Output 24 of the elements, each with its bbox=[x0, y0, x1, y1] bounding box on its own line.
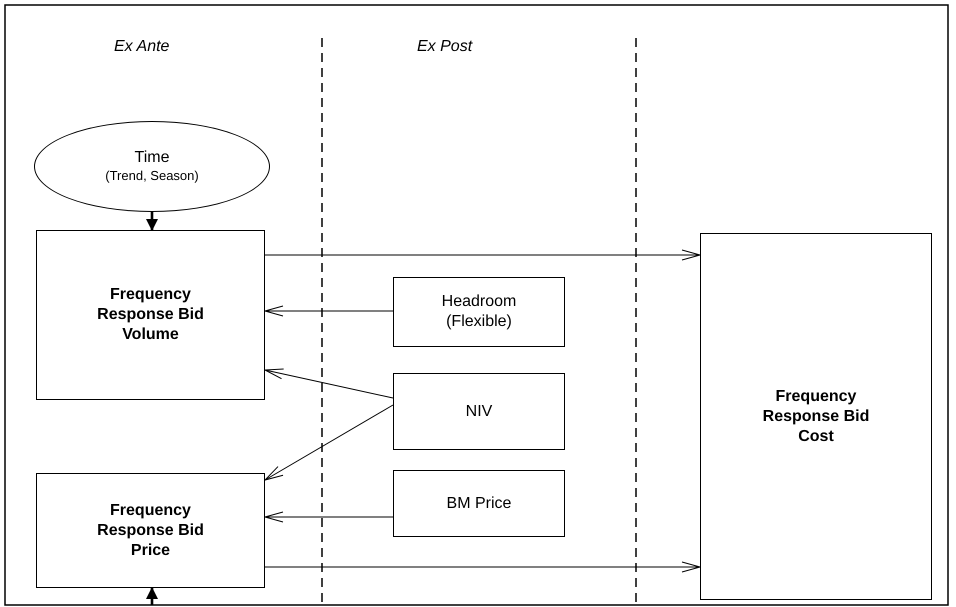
process-box bbox=[393, 373, 565, 450]
process-box bbox=[36, 473, 265, 588]
node-subtitle: (Trend, Season) bbox=[104, 168, 200, 185]
node-label: BM Price bbox=[446, 494, 512, 514]
arrow bbox=[264, 404, 394, 480]
node-label: Time bbox=[134, 148, 170, 168]
node-label: Headroom (Flexible) bbox=[440, 292, 518, 332]
arrow bbox=[146, 212, 158, 231]
arrow bbox=[264, 512, 394, 522]
arrow bbox=[146, 587, 158, 605]
node-title: Frequency Response Bid Cost bbox=[762, 386, 870, 446]
arrow bbox=[264, 306, 394, 316]
phase-label: Ex Ante bbox=[114, 38, 170, 56]
process-box bbox=[393, 277, 565, 347]
arrow bbox=[264, 368, 394, 398]
phase-label: Ex Post bbox=[417, 38, 472, 56]
process-box bbox=[393, 470, 565, 537]
arrow bbox=[264, 562, 700, 572]
node-title: Frequency Response Bid Volume bbox=[96, 285, 205, 345]
arrow bbox=[264, 250, 700, 260]
process-box bbox=[36, 230, 265, 400]
node-label: NIV bbox=[464, 402, 494, 422]
node-title: Frequency Response Bid Price bbox=[96, 500, 205, 560]
process-box bbox=[700, 233, 932, 600]
